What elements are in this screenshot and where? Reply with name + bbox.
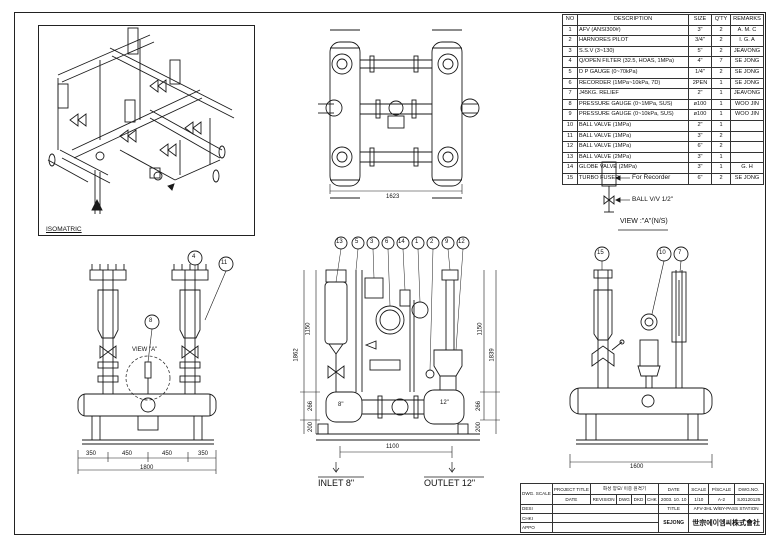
callout-front-left-11: 11 [221, 260, 228, 266]
for-recorder-label: For Recorder [632, 174, 671, 181]
dim-left-450b: 450 [162, 451, 173, 457]
dim-center-1150-right: 1150 [477, 322, 484, 336]
front-view-center [300, 236, 500, 478]
callout-center-14: 14 [398, 239, 405, 245]
dim-left-450a: 450 [122, 451, 133, 457]
pipe-size-12: 12" [440, 400, 449, 406]
pipe-size-8: 8" [338, 402, 344, 408]
callout-center-13: 13 [336, 239, 343, 245]
isometric-piping [47, 27, 235, 214]
inlet-label: INLET 8" [318, 478, 355, 488]
tb-company: 世宗에이엠씨株式會社 [688, 513, 764, 533]
dim-center-200-left: 200 [308, 421, 315, 433]
side-view-right [569, 246, 713, 468]
dim-center-1862: 1862 [293, 348, 300, 362]
dim-left-350b: 350 [198, 451, 209, 457]
bom-cell-remarks: SE JONG [730, 172, 764, 185]
tb-logo: SEJONG [658, 513, 690, 533]
dim-left-350a: 350 [86, 451, 97, 457]
drawing-frame [14, 12, 766, 535]
plan-view [318, 29, 480, 199]
title-block: DWG. SCALE PROJECT TITLE 화성 양묘/ 이중 원격기 D… [520, 482, 765, 533]
bom-header-remarks: REMARKS [730, 14, 764, 26]
isometric-label: ISOMATRIC [46, 226, 82, 233]
callout-center-12: 12 [458, 239, 465, 245]
tb-title-value: AFV-3HL W/BY-PASS STATION [688, 503, 764, 515]
callout-center-1: 1 [415, 239, 419, 245]
outlet-label: OUTLET 12" [424, 478, 476, 488]
callout-right-7: 7 [678, 250, 682, 256]
callout-center-5: 5 [355, 239, 359, 245]
front-view-left [77, 250, 234, 474]
view-a-detail [601, 161, 668, 231]
callout-front-left-4: 4 [192, 254, 196, 260]
tb-title-label: TITLE [658, 503, 690, 515]
dim-center-266-right: 266 [476, 400, 483, 412]
dim-center-width: 1100 [386, 444, 399, 450]
callout-front-left-8: 8 [149, 318, 153, 324]
bom-header-row: NO DESCRIPTION SIZE Q'TY REMARKS [562, 14, 764, 26]
dim-center-1839: 1839 [489, 348, 496, 362]
callout-center-2: 2 [430, 239, 434, 245]
ball-valve-half-label: BALL V/V 1/2" [632, 196, 674, 203]
dim-plan-width: 1623 [386, 194, 400, 200]
callout-center-3: 3 [370, 239, 374, 245]
dim-center-266-left: 266 [308, 400, 315, 412]
dim-center-200-right: 200 [476, 421, 483, 433]
view-a-marker: VIEW "A" [132, 347, 158, 353]
dim-left-total: 1800 [140, 465, 154, 471]
isometric-view-box [38, 25, 255, 236]
callout-right-15: 15 [597, 250, 604, 256]
callout-right-10: 10 [659, 250, 666, 256]
dim-center-1150-left: 1150 [305, 322, 312, 336]
callout-center-9: 9 [445, 239, 449, 245]
view-a-title: VIEW :"A"(N/S) [620, 218, 668, 225]
callout-center-6: 6 [385, 239, 389, 245]
dim-right-width: 1600 [630, 464, 644, 470]
company-logo: SEJONG [663, 520, 685, 526]
